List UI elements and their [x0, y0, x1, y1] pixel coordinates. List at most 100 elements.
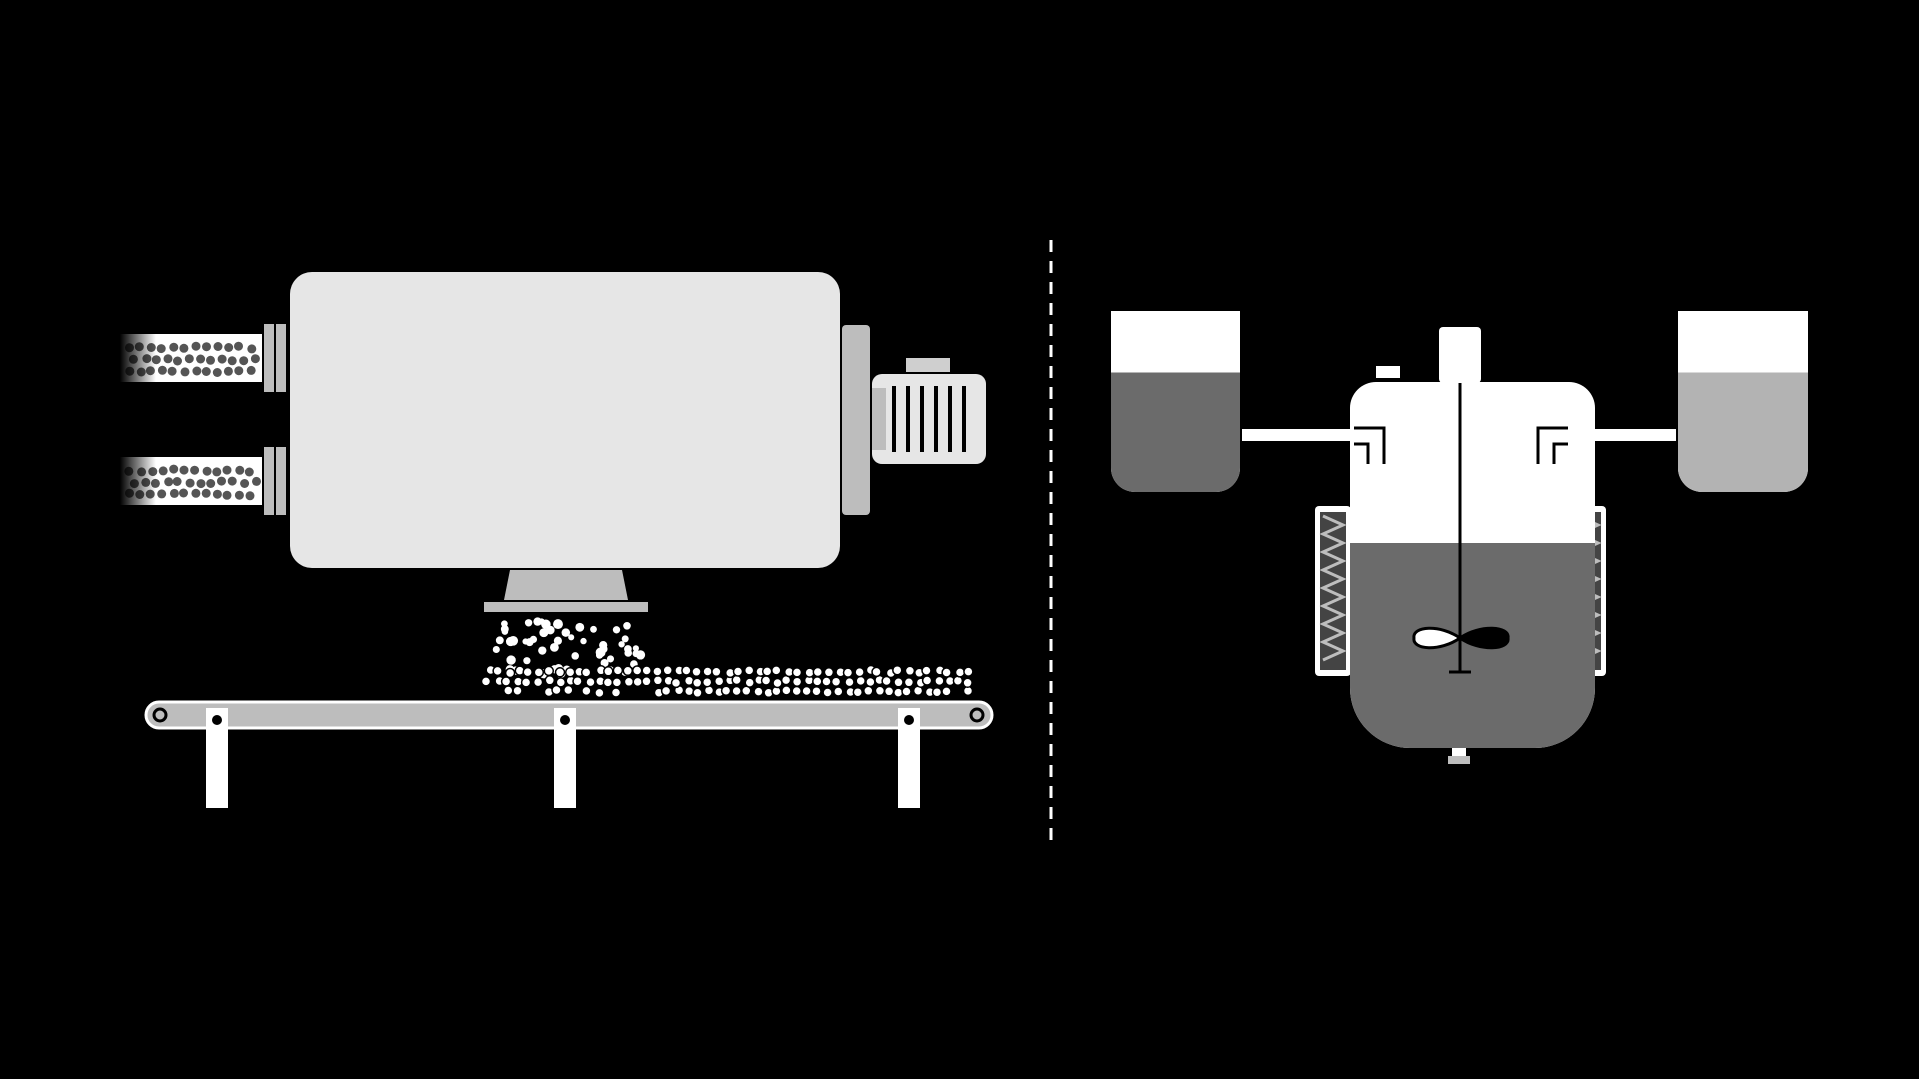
product-pellet — [603, 666, 614, 677]
feed-pellet — [245, 491, 255, 501]
product-pellet — [561, 628, 571, 637]
product-pellet — [532, 676, 544, 688]
product-pellet — [554, 667, 566, 678]
product-pellet — [761, 666, 773, 677]
product-pellet — [618, 641, 625, 648]
product-pellet — [855, 675, 866, 687]
product-pellet — [901, 686, 912, 697]
product-pellet — [622, 665, 634, 677]
feed-pellet — [169, 488, 179, 498]
product-pellet — [594, 687, 605, 699]
product-pellet — [606, 655, 615, 663]
product-pellet — [781, 685, 792, 696]
product-pellet — [711, 666, 722, 678]
product-pellet — [522, 638, 529, 645]
feed-flange-top — [264, 324, 286, 392]
product-pellet — [600, 658, 609, 668]
feed-tank-right — [1678, 311, 1808, 492]
feed-pipe-left — [1242, 426, 1386, 464]
feed-pellet — [185, 478, 195, 488]
product-pellet — [822, 687, 833, 698]
product-pellet — [952, 675, 964, 686]
product-pellet — [692, 687, 703, 699]
product-pellet — [563, 684, 574, 696]
product-pellet — [501, 628, 509, 635]
motor-fin — [906, 386, 910, 452]
product-pellet — [881, 675, 892, 687]
feed-flange-bottom — [264, 447, 286, 515]
agitator — [1412, 383, 1510, 674]
product-pellet — [732, 666, 744, 677]
batch-reactor-assembly — [1111, 311, 1808, 764]
feed-pellet — [235, 465, 245, 475]
conveyor-leg-left — [206, 708, 228, 808]
feed-pellet — [240, 479, 250, 488]
product-pellet — [691, 666, 702, 678]
product-pellet — [602, 677, 614, 688]
feed-pellet — [184, 354, 194, 364]
feed-pellet — [224, 343, 234, 352]
product-pellet — [624, 649, 632, 657]
feed-pellet — [234, 341, 243, 351]
product-pellet — [572, 675, 583, 687]
product-pellet — [508, 635, 519, 646]
product-pellet — [701, 676, 713, 688]
feed-pellet — [246, 365, 256, 375]
feed-pellet — [158, 466, 168, 476]
product-pellet — [893, 677, 904, 688]
product-pellet — [590, 625, 597, 633]
feed-pellet — [206, 355, 215, 365]
feed-pellet — [157, 365, 167, 375]
feed-pellet — [179, 488, 188, 498]
product-pellet — [883, 686, 895, 697]
product-pellet — [713, 675, 725, 687]
product-pellet — [621, 635, 629, 643]
product-pellet — [520, 677, 532, 688]
product-pellet — [632, 645, 639, 652]
drive-motor — [872, 358, 986, 464]
feed-pellet — [234, 366, 244, 376]
feed-pellet — [192, 366, 202, 376]
product-pellet — [580, 667, 592, 678]
product-pellet — [533, 667, 545, 678]
product-pellet — [503, 685, 514, 696]
product-pellet — [963, 666, 974, 677]
feed-pellet — [167, 366, 177, 376]
product-pellet — [844, 676, 855, 688]
product-pellet — [641, 676, 652, 687]
feed-pellet — [172, 477, 182, 486]
discharge-hopper — [484, 570, 648, 612]
feed-pellet — [227, 476, 237, 486]
feed-pipe-right — [1536, 426, 1676, 464]
product-pellet — [811, 685, 822, 697]
feed-pellet — [157, 489, 167, 499]
product-pellet — [823, 667, 835, 678]
feed-pellet — [180, 367, 190, 377]
motor-mount — [1439, 327, 1481, 383]
feed-tube-top — [120, 334, 262, 382]
product-pellet — [500, 676, 512, 687]
feed-pellet — [212, 368, 222, 377]
product-pellet — [549, 642, 559, 652]
feed-pellet — [222, 465, 232, 475]
product-pellet — [931, 686, 943, 698]
extruder-body — [290, 272, 840, 568]
product-pellet — [921, 665, 932, 676]
product-pellet — [612, 626, 621, 634]
feed-pellet — [252, 476, 261, 486]
product-pellet — [874, 685, 886, 697]
motor-coupling — [842, 325, 870, 515]
product-pellet — [744, 677, 755, 688]
product-pellet — [523, 657, 531, 665]
product-pellet — [871, 666, 882, 678]
product-pellet — [599, 644, 608, 654]
product-pellet — [512, 685, 523, 696]
product-pellet — [760, 675, 772, 686]
product-pellet — [904, 665, 916, 677]
feed-pellet — [213, 342, 223, 351]
motor-fin — [920, 386, 924, 452]
product-pellet — [555, 677, 567, 688]
feed-pellet — [217, 354, 227, 364]
product-pellet — [662, 665, 673, 676]
